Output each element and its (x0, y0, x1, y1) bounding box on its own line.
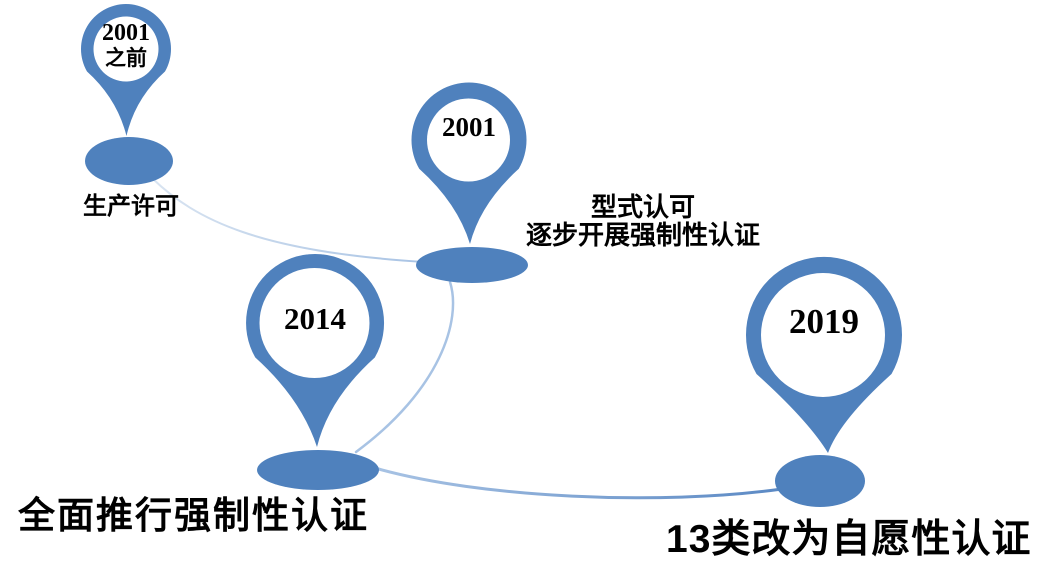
pin-base-ellipse (257, 450, 379, 490)
label-2001-line2: 逐步开展强制性认证 (525, 221, 760, 250)
pin-inner-circle (93, 16, 159, 82)
pin-inner-circle (761, 273, 885, 397)
pin-year-pre-2001: 2001 之前 (66, 20, 186, 71)
pin-2001 (411, 82, 528, 283)
year-qualifier: 之前 (105, 46, 147, 70)
pin-year-2014: 2014 (245, 303, 385, 335)
pin-2019 (746, 256, 902, 507)
pin-inner-circle (427, 98, 510, 182)
label-2019: 13类改为自愿性认证 (666, 518, 1032, 561)
year-value: 2019 (789, 302, 859, 341)
pin-base-ellipse (85, 137, 173, 185)
label-2014: 全面推行强制性认证 (18, 495, 369, 536)
pin-year-2001: 2001 (409, 113, 529, 141)
connector-2001-to-2014 (354, 280, 455, 454)
pin-inner-circle (259, 268, 370, 378)
label-2001: 型式认可 逐步开展强制性认证 (503, 194, 783, 250)
year-value: 2001 (102, 20, 150, 46)
year-value: 2014 (284, 301, 346, 336)
pin-base-ellipse (416, 247, 528, 283)
connector-pre2001-to-2001 (151, 177, 426, 263)
pin-pre-2001 (81, 4, 173, 185)
year-value: 2001 (442, 112, 496, 142)
label-2001-line1: 型式认可 (590, 193, 695, 222)
pin-base-ellipse (775, 455, 865, 507)
label-pre-2001: 生产许可 (83, 194, 179, 220)
pin-year-2019: 2019 (749, 304, 899, 340)
connector-2014-to-2019 (373, 466, 784, 500)
pin-2014 (246, 253, 385, 490)
